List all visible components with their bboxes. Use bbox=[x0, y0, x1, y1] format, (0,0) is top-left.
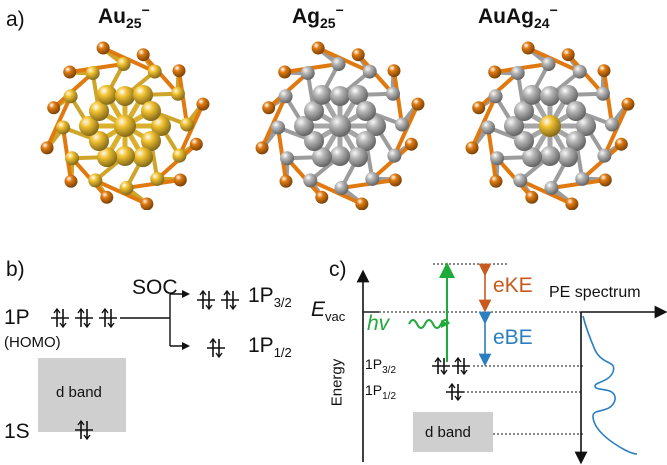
panel-b-diagram bbox=[38, 289, 239, 441]
energy-axis-label: Energy bbox=[328, 358, 346, 407]
soc-label: SOC bbox=[132, 276, 178, 299]
level-1p12-label: 1P1/2 bbox=[248, 334, 292, 361]
cluster-auag24-structure bbox=[465, 41, 635, 210]
c-level-1p12-label: 1P1/2 bbox=[365, 382, 397, 402]
panel-b: b) 1P (HOMO) SOC 1P3/2 1P1/2 d band 1S bbox=[0, 250, 325, 465]
cluster-title-auag24: AuAg24− bbox=[478, 2, 558, 32]
cluster-title-au25: Au25− bbox=[98, 2, 150, 32]
cluster-ag25-structure bbox=[255, 41, 425, 210]
level-1p-label: 1P bbox=[4, 306, 30, 329]
cluster-title-ag25: Ag25− bbox=[292, 2, 344, 32]
c-d-band-box bbox=[413, 412, 493, 452]
ebe-label: eBE bbox=[493, 326, 533, 349]
level-1s-label: 1S bbox=[4, 420, 30, 443]
panel-c-label: c) bbox=[329, 258, 347, 281]
panel-c: c) Evac Energy hv eKE eBE 1P3/2 1P1/2 d … bbox=[311, 250, 667, 465]
cluster-au25-structure bbox=[40, 41, 210, 210]
panel-a: a) Au25− Ag25− AuAg24− bbox=[0, 0, 667, 210]
hv-label: hv bbox=[367, 312, 390, 335]
d-band-label: d band bbox=[56, 384, 102, 401]
panel-c-diagram bbox=[356, 262, 667, 465]
panel-a-label: a) bbox=[6, 8, 25, 31]
eke-label: eKE bbox=[493, 274, 533, 297]
homo-label: (HOMO) bbox=[4, 334, 61, 351]
d-band-box bbox=[38, 358, 126, 432]
panel-b-label: b) bbox=[6, 258, 25, 281]
pe-spectrum-label: PE spectrum bbox=[549, 284, 641, 301]
pe-spectrum-curve bbox=[582, 315, 638, 455]
c-level-1p32-label: 1P3/2 bbox=[365, 356, 397, 376]
c-d-band-label: d band bbox=[425, 424, 471, 441]
evac-label: Evac bbox=[311, 298, 346, 325]
level-1p32-label: 1P3/2 bbox=[248, 284, 292, 311]
